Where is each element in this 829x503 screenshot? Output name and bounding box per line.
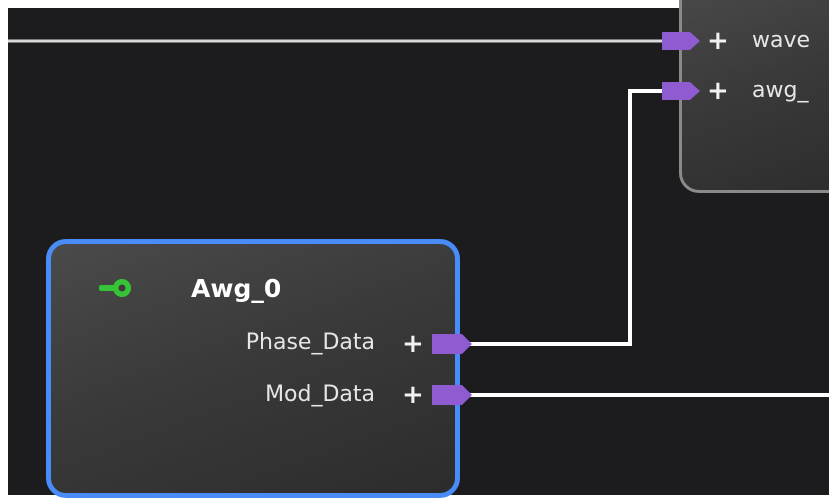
output-label-mod-data: Mod_Data <box>265 382 375 407</box>
input-label-wave: wave <box>752 28 811 53</box>
add-output-phase-data-button[interactable]: + <box>402 329 424 359</box>
connector-port-icon[interactable] <box>432 334 474 354</box>
key-icon <box>99 279 131 297</box>
wire-phase-to-awg[interactable] <box>463 89 672 346</box>
target-node[interactable] <box>679 0 829 193</box>
node-title: Awg_0 <box>191 274 282 303</box>
connector-port-icon[interactable] <box>662 32 702 50</box>
input-label-awg: awg_ <box>752 78 809 103</box>
add-input-awg-button[interactable]: + <box>707 76 729 106</box>
add-input-wave-button[interactable]: + <box>707 26 729 56</box>
awg-node[interactable]: Awg_0 Phase_Data Mod_Data <box>46 239 460 498</box>
connector-port-icon[interactable] <box>432 385 474 405</box>
connector-port-icon[interactable] <box>662 82 702 100</box>
output-label-phase-data: Phase_Data <box>245 330 375 355</box>
add-output-mod-data-button[interactable]: + <box>402 380 424 410</box>
